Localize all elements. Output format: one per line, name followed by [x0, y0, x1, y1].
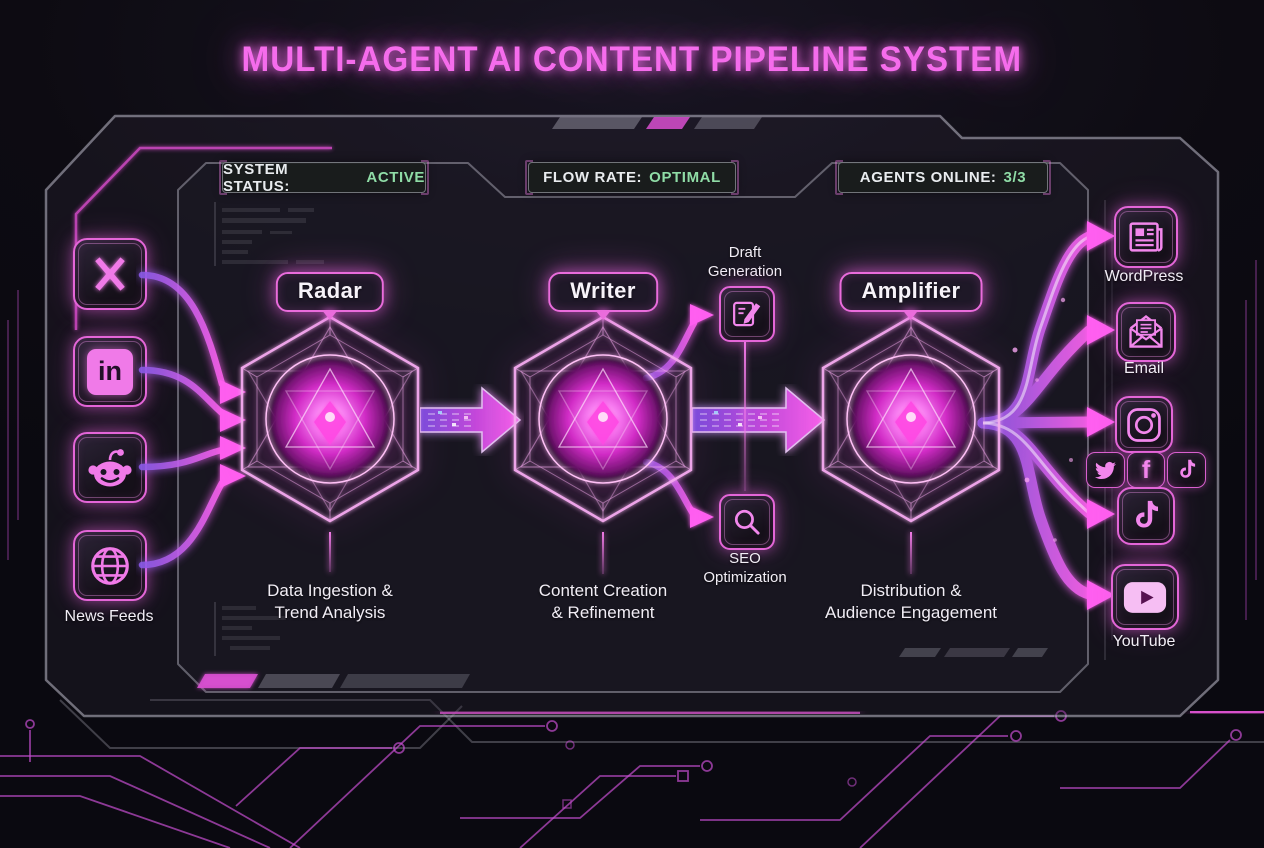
- status-value: 3/3: [1003, 169, 1027, 186]
- status-label: SYSTEM STATUS:: [223, 160, 290, 195]
- caption-line: & Refinement: [551, 603, 655, 622]
- label-line: Optimization: [703, 569, 787, 586]
- status-label: FLOW RATE:: [543, 169, 643, 186]
- output-tile-email[interactable]: [1116, 302, 1176, 362]
- linkedin-glyph: in: [98, 356, 122, 386]
- seo-optimization-label: SEO Optimization: [703, 549, 786, 587]
- tiktok-mini-icon: [1179, 459, 1195, 478]
- agent-name: Radar: [297, 278, 363, 303]
- agent-name: Amplifier: [861, 278, 961, 303]
- draft-seo-connector: [744, 341, 746, 491]
- output-tile-tiktok[interactable]: [1117, 487, 1175, 545]
- compose-note-icon: [733, 301, 761, 327]
- output-tile-instagram[interactable]: [1115, 396, 1173, 453]
- x-twitter-icon: [95, 257, 125, 291]
- output-tile-wordpress[interactable]: [1114, 206, 1178, 268]
- caption-line: Data Ingestion &: [267, 581, 393, 600]
- reddit-icon: [88, 448, 132, 486]
- agent-node-radar[interactable]: [220, 305, 440, 535]
- facebook-icon: f: [1141, 455, 1151, 484]
- source-tile-linkedin[interactable]: in: [73, 336, 147, 407]
- writer-caption-connector: [602, 532, 604, 574]
- email-label: Email: [1123, 360, 1165, 377]
- status-badge-agents-online: AGENTS ONLINE: 3/3: [835, 160, 1051, 195]
- tiktok-icon: [1136, 500, 1158, 528]
- mini-tile-tiktok[interactable]: [1167, 452, 1206, 488]
- mini-tile-facebook[interactable]: f: [1127, 452, 1165, 488]
- page-title: MULTI-AGENT AI CONTENT PIPELINE SYSTEM: [241, 40, 1023, 79]
- label-line: SEO: [729, 550, 761, 567]
- linkedin-icon: in: [87, 348, 133, 395]
- status-label: AGENTS ONLINE:: [859, 169, 997, 186]
- youtube-label: YouTube: [1112, 633, 1176, 650]
- source-tile-reddit[interactable]: [73, 432, 147, 503]
- wordpress-label: WordPress: [1104, 268, 1184, 285]
- draft-generation-tile[interactable]: [719, 286, 775, 342]
- status-badge-system: SYSTEM STATUS: ACTIVE: [219, 160, 429, 195]
- label-line: Generation: [707, 263, 783, 280]
- status-value: ACTIVE: [366, 169, 425, 186]
- sources-caption: News Feeds: [64, 608, 154, 625]
- status-value: OPTIMAL: [649, 169, 721, 186]
- twitter-bird-icon: [1095, 461, 1116, 479]
- newspaper-icon: [1129, 222, 1163, 252]
- instagram-icon: [1127, 407, 1161, 442]
- agent-node-amplifier[interactable]: [801, 305, 1021, 535]
- radar-caption-connector: [329, 532, 331, 572]
- mini-tile-twitter[interactable]: [1086, 452, 1125, 488]
- open-envelope-icon: [1129, 315, 1163, 348]
- badge-pointer: [594, 310, 611, 320]
- agent-node-writer[interactable]: [493, 305, 713, 535]
- agent-caption-amplifier: Distribution & Audience Engagement: [825, 580, 997, 624]
- draft-generation-label: Draft Generation: [708, 243, 782, 281]
- globe-news-icon: [91, 546, 129, 585]
- caption-line: Distribution &: [860, 581, 962, 600]
- agent-badge-writer[interactable]: Writer: [548, 272, 658, 320]
- badge-pointer: [321, 310, 338, 320]
- label-line: Draft: [728, 244, 762, 261]
- amplifier-caption-connector: [910, 532, 912, 574]
- caption-line: Audience Engagement: [824, 603, 998, 622]
- caption-line: Trend Analysis: [274, 603, 386, 622]
- youtube-play-icon: [1123, 581, 1167, 613]
- agent-name: Writer: [570, 278, 636, 303]
- badge-pointer: [902, 310, 919, 320]
- seo-optimization-tile[interactable]: [719, 494, 775, 550]
- status-badge-flow-rate: FLOW RATE: OPTIMAL: [525, 160, 739, 195]
- output-tile-youtube[interactable]: [1111, 564, 1179, 630]
- source-tile-news-feeds[interactable]: [73, 530, 147, 601]
- source-tile-x[interactable]: [73, 238, 147, 310]
- agent-badge-radar[interactable]: Radar: [275, 272, 385, 320]
- agent-caption-writer: Content Creation & Refinement: [539, 580, 668, 624]
- agent-badge-amplifier[interactable]: Amplifier: [839, 272, 983, 320]
- magnifier-icon: [734, 509, 760, 535]
- agent-caption-radar: Data Ingestion & Trend Analysis: [267, 580, 393, 624]
- caption-line: Content Creation: [538, 581, 668, 600]
